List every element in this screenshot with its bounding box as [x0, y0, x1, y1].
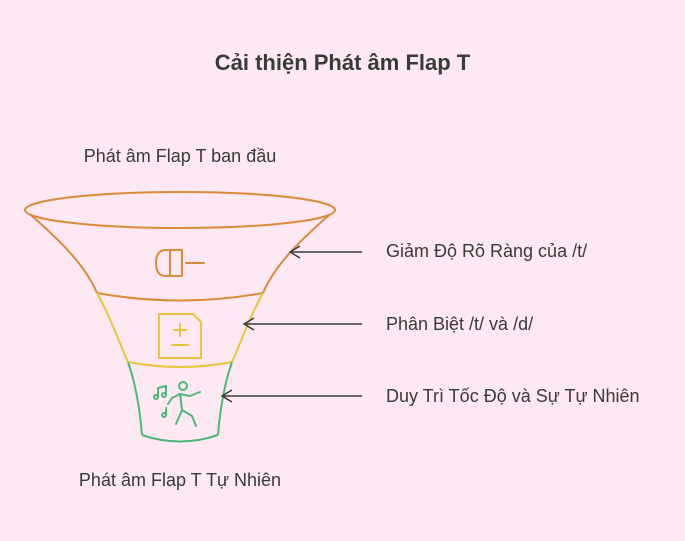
funnel-top-label: Phát âm Flap T ban đầu — [83, 146, 277, 166]
stage-label-3: Duy Trì Tốc Độ và Sự Tự Nhiên — [386, 386, 640, 406]
stage-label-1: Giảm Độ Rõ Ràng của /t/ — [386, 241, 588, 261]
funnel-top-rim — [24, 191, 336, 229]
stage-2-arrow — [242, 317, 362, 331]
stage-3-arrow — [220, 389, 362, 403]
volume-low-icon — [155, 249, 205, 277]
funnel-bottom-label: Phát âm Flap T Tự Nhiên — [78, 470, 282, 490]
funnel-stage-3 — [127, 361, 233, 443]
funnel-stage-2 — [96, 292, 264, 368]
funnel-stage-1 — [24, 191, 336, 302]
diagram-title: Cải thiện Phát âm Flap T — [214, 50, 471, 75]
stage-1-arrow — [288, 245, 362, 259]
stage-label-2: Phân Biệt /t/ và /d/ — [386, 314, 534, 334]
dancing-person-icon — [153, 381, 201, 427]
plus-minus-document-icon — [158, 313, 202, 359]
